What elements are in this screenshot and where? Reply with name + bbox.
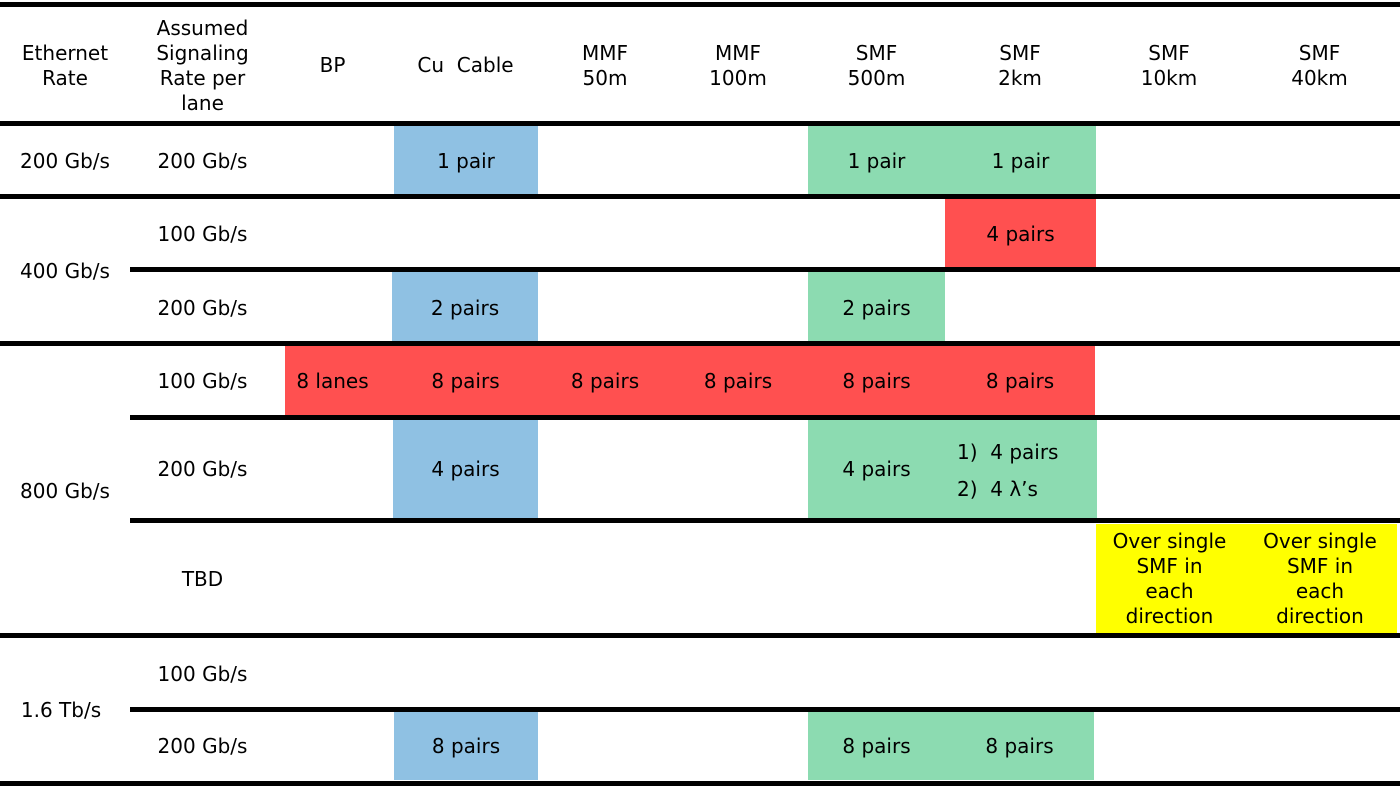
cell-800g-100-smf-2km: 8 pairs <box>985 369 1055 393</box>
rule-800g-mid-2 <box>130 518 1400 523</box>
cell-400g-200-smf-500m: 2 pairs <box>808 272 945 344</box>
header-bp: BP <box>319 53 346 77</box>
cell-800g-100-cu-cable: 8 pairs <box>431 369 500 393</box>
rate-400g: 400 Gb/s <box>20 259 110 283</box>
rate-1-6t: 1.6 Tb/s <box>20 698 102 722</box>
rule-after-400g <box>0 341 1400 346</box>
cell-1-6t-200-cu-cable: 8 pairs <box>394 712 538 780</box>
cell-200g-smf-2km: 1 pair <box>945 126 1096 196</box>
header-smf-2km: SMF 2km <box>998 40 1042 90</box>
cell-800g-200-smf-2km-option-2: 2) 4 λ’s <box>957 477 1038 501</box>
rule-after-800g <box>0 633 1400 638</box>
header-ethernet-rate: Ethernet Rate <box>21 40 109 90</box>
lane-rate-800g-100: 100 Gb/s <box>157 369 248 393</box>
lane-rate-200g-row: 200 Gb/s <box>157 148 248 173</box>
cell-800g-200-smf-2km <box>945 419 1097 520</box>
cell-800g-tbd-smf-40km: Over single SMF in each direction <box>1243 524 1397 634</box>
cell-800g-100-mmf-100m: 8 pairs <box>703 369 773 393</box>
cell-800g-200-smf-2km-option-1: 1) 4 pairs <box>957 440 1059 464</box>
rate-200g: 200 Gb/s <box>20 148 110 173</box>
lane-rate-1-6t-100: 100 Gb/s <box>157 661 248 686</box>
lane-rate-800g-tbd: TBD <box>181 566 224 591</box>
row-800g-100-band <box>285 346 1095 417</box>
header-mmf-100m: MMF 100m <box>709 40 767 90</box>
rule-400g-mid <box>130 267 1400 272</box>
header-smf-10km: SMF 10km <box>1140 40 1198 90</box>
lane-rate-1-6t-200: 200 Gb/s <box>157 733 248 758</box>
cell-800g-tbd-smf-10km: Over single SMF in each direction <box>1096 524 1243 634</box>
lane-rate-400g-200: 200 Gb/s <box>157 295 248 320</box>
cell-800g-200-smf-500m: 4 pairs <box>808 419 945 520</box>
rule-header-bottom <box>0 121 1400 126</box>
rule-top <box>0 2 1400 7</box>
lane-rate-800g-200: 200 Gb/s <box>157 457 248 481</box>
cell-200g-smf-500m: 1 pair <box>808 126 945 196</box>
cell-1-6t-200-smf-500m: 8 pairs <box>808 712 945 780</box>
cell-400g-100-smf-2km: 4 pairs <box>945 199 1096 270</box>
lane-rate-400g-100: 100 Gb/s <box>157 222 248 246</box>
rule-after-200g <box>0 194 1400 199</box>
cell-1-6t-200-smf-2km: 8 pairs <box>945 712 1094 780</box>
header-mmf-50m: MMF 50m <box>581 40 628 90</box>
header-smf-40km: SMF 40km <box>1291 40 1348 90</box>
cell-200g-cu-cable: 1 pair <box>394 126 538 196</box>
header-signaling-rate: Assumed Signaling Rate per lane <box>156 15 249 115</box>
cell-800g-200-cu-cable: 4 pairs <box>393 419 538 520</box>
header-smf-500m: SMF 500m <box>847 40 906 90</box>
cell-400g-200-cu-cable: 2 pairs <box>392 272 538 344</box>
cell-800g-100-smf-500m: 8 pairs <box>842 369 911 393</box>
header-cu-cable: Cu Cable <box>417 53 514 77</box>
rule-800g-mid-1 <box>130 415 1400 420</box>
cell-800g-100-mmf-50m: 8 pairs <box>570 369 640 393</box>
rule-1-6t-mid <box>130 707 1400 712</box>
cell-800g-100-bp: 8 lanes <box>296 369 369 393</box>
rate-800g: 800 Gb/s <box>20 478 110 503</box>
rule-bottom <box>0 781 1400 786</box>
